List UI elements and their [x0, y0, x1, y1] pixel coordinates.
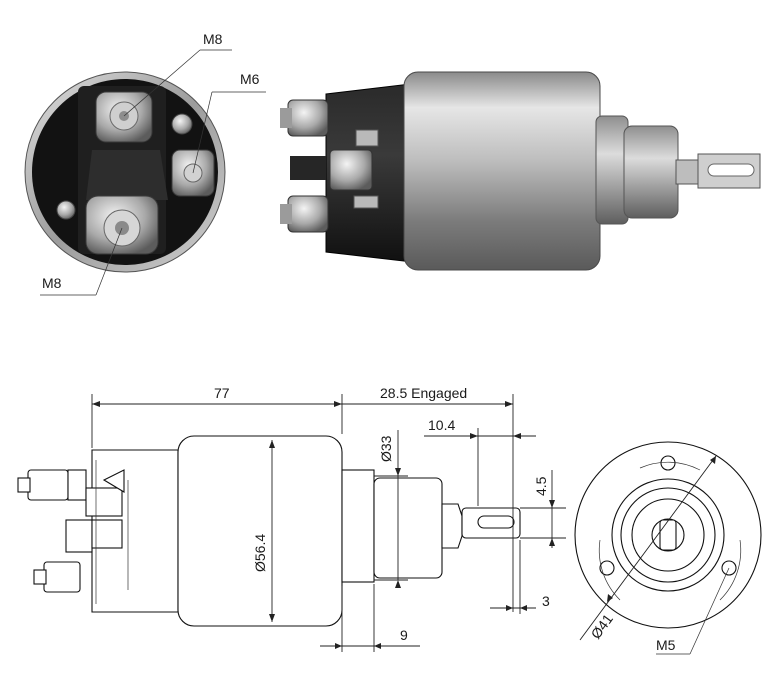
dim-slot-thickness: 3 — [542, 593, 550, 609]
dim-body-length: 77 — [214, 385, 230, 401]
m8-top-stud — [95, 91, 153, 143]
end-view-drawing: Ø41 M5 — [574, 441, 762, 655]
callout-m8-bottom: M8 — [42, 275, 62, 291]
dim-nose-length: 9 — [400, 627, 408, 643]
dim-bolt-circle: Ø41 — [587, 611, 616, 642]
side-view-drawing: 77 28.5 Engaged 10.4 Ø33 Ø56.4 4.5 3 — [17, 385, 566, 652]
dim-engaged-travel: 28.5 Engaged — [380, 385, 467, 401]
dim-body-diameter: Ø56.4 — [252, 534, 268, 572]
dim-mount-thread: M5 — [656, 637, 676, 653]
dim-plunger-extension: 10.4 — [428, 417, 455, 433]
side-view-photo — [280, 71, 761, 271]
callout-m6: M6 — [240, 71, 260, 87]
dim-nose-diameter: Ø33 — [378, 435, 394, 462]
m8-bottom-stud — [85, 195, 159, 255]
dim-slot-width: 4.5 — [533, 476, 549, 496]
end-view-photo: M8 M6 M8 — [24, 31, 266, 296]
callout-m8-top: M8 — [203, 31, 223, 47]
